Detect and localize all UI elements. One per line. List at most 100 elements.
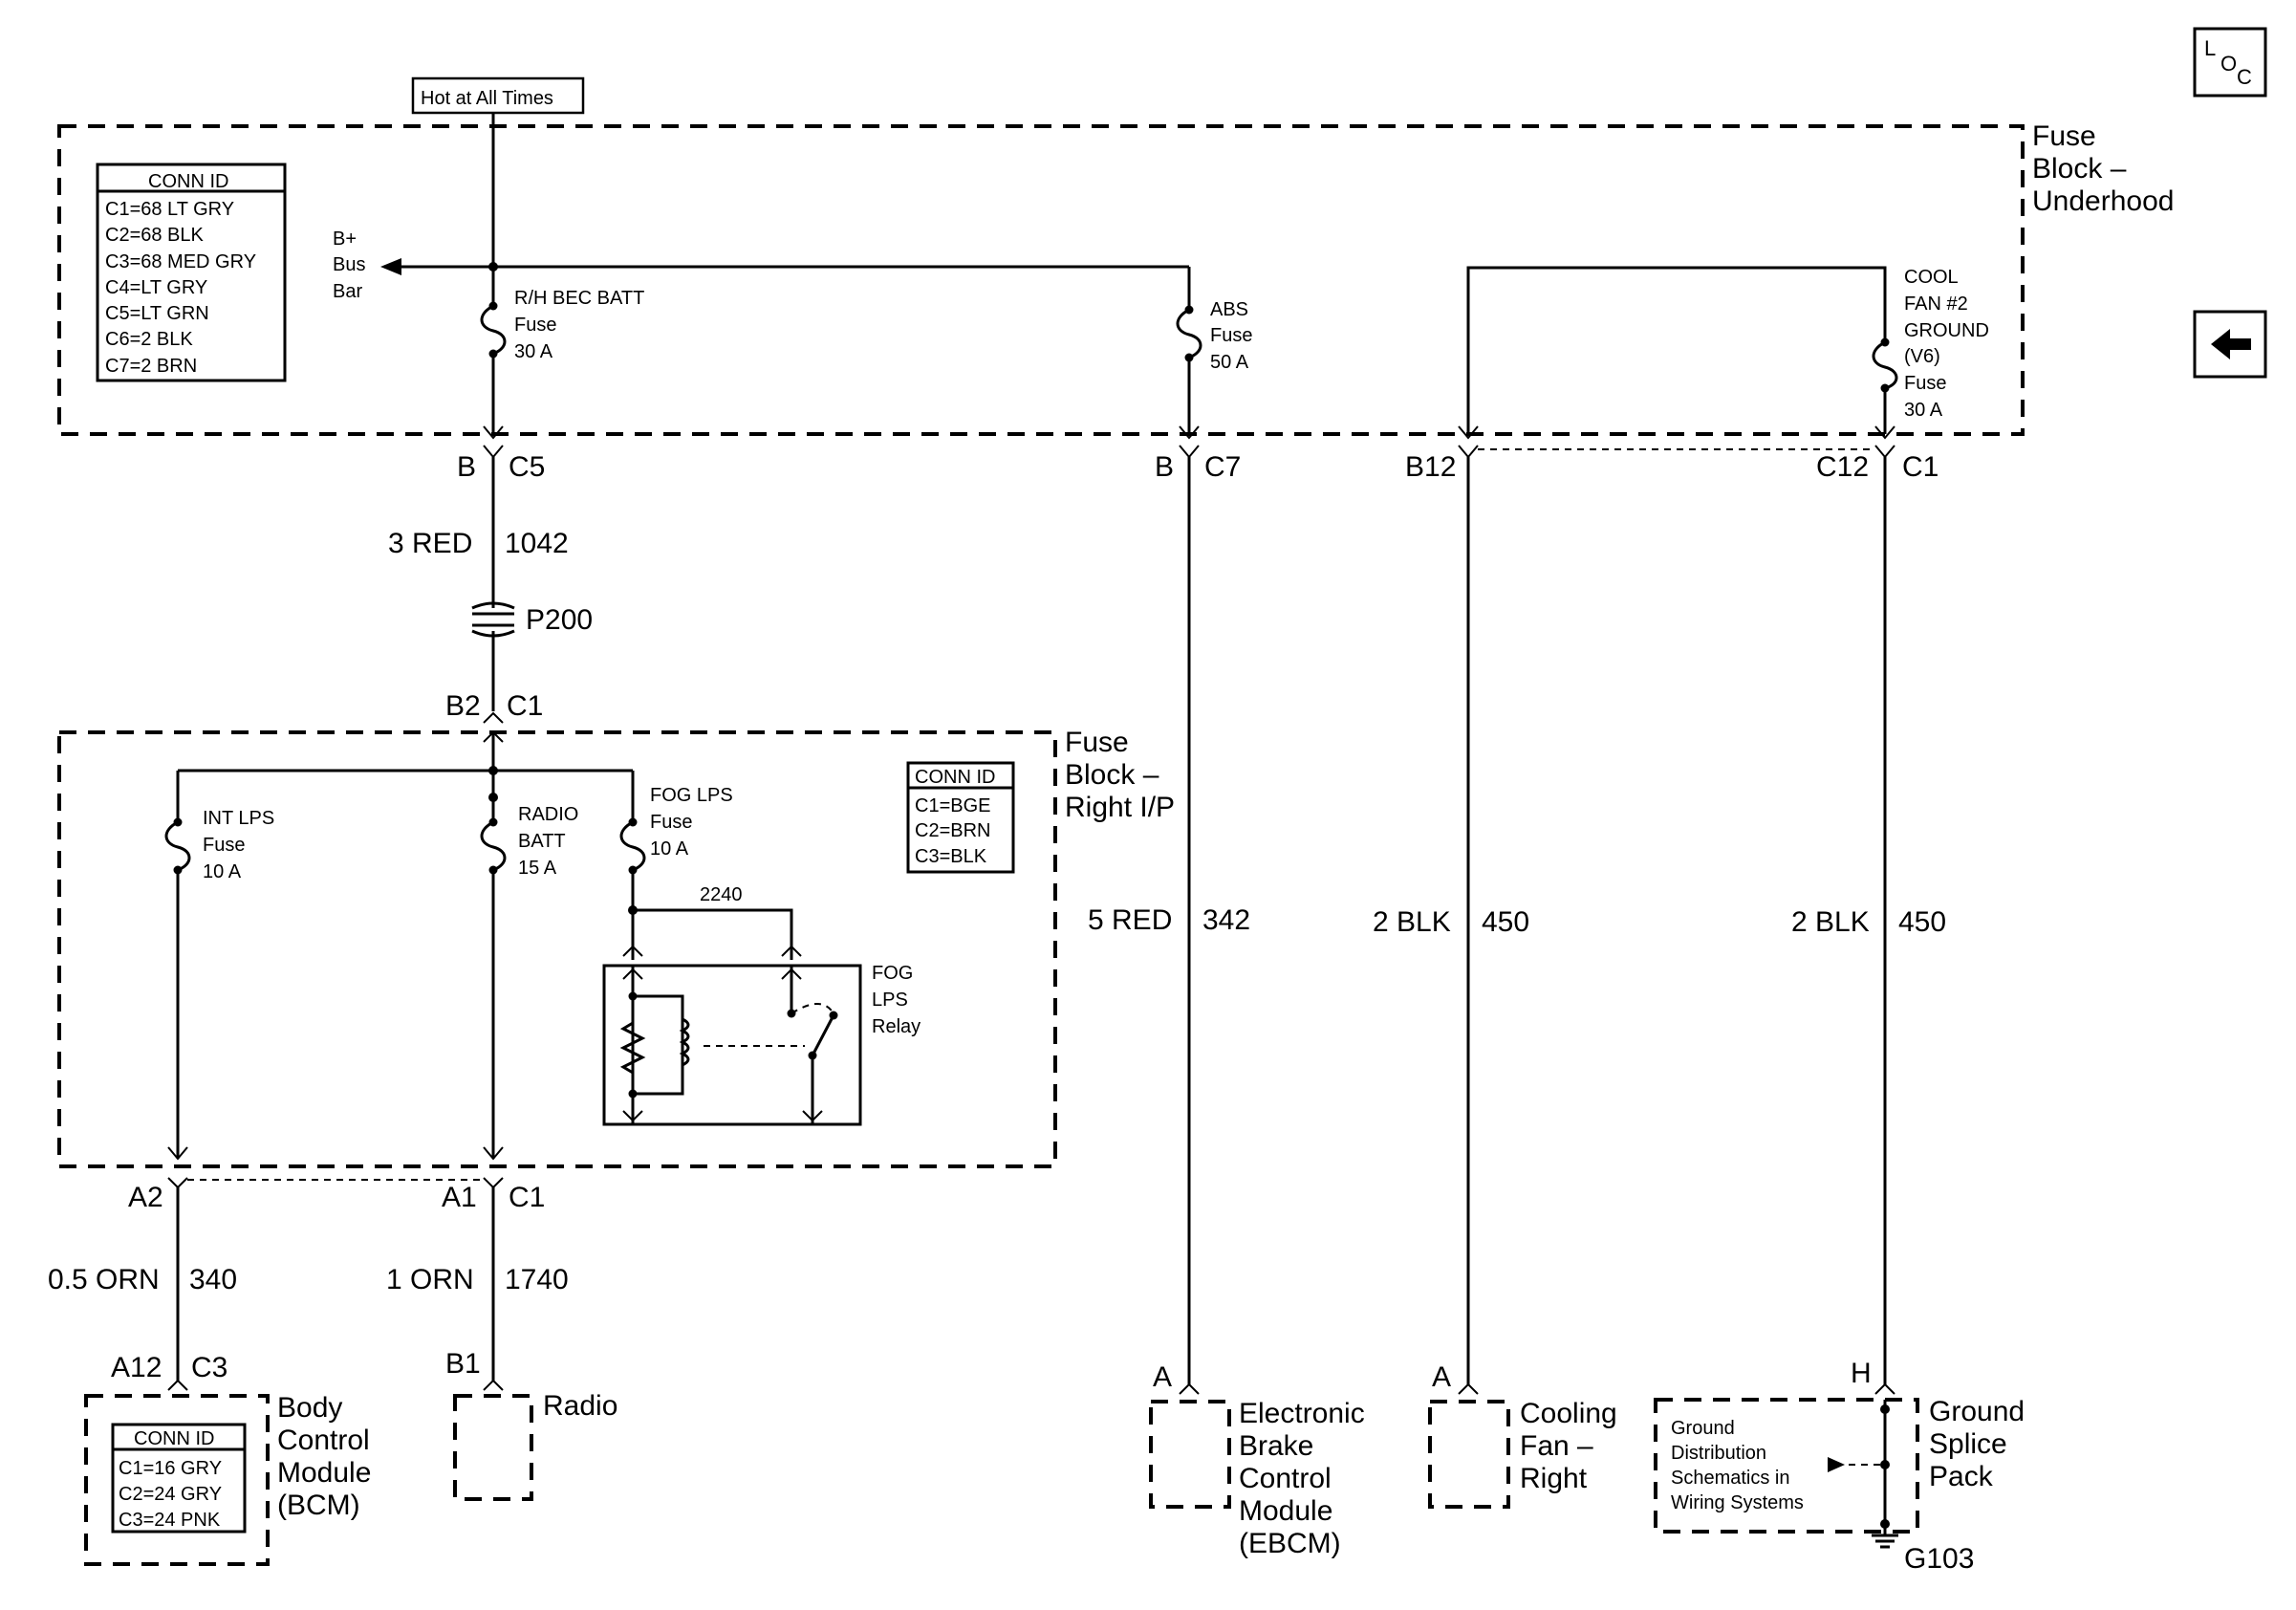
svg-text:C7: C7 [1204,451,1241,483]
svg-text:Fan –: Fan – [1520,1430,1593,1462]
fuse-icon [1176,305,1202,362]
svg-text:LPS: LPS [872,990,908,1011]
svg-text:B: B [1155,451,1174,483]
svg-text:H: H [1851,1358,1872,1389]
inline-connector-p200: P200 [471,601,593,638]
wire-450-ground-label: 2 BLK 450 [1791,906,1946,938]
connector-b-c7: B C7 [1155,445,1241,483]
svg-text:Control: Control [1239,1463,1332,1494]
svg-text:2 BLK: 2 BLK [1791,906,1870,938]
svg-text:A2: A2 [128,1182,163,1213]
svg-text:450: 450 [1482,906,1529,938]
bus-bar-label: B+ Bus Bar [333,228,365,302]
svg-text:FOG: FOG [872,963,913,984]
connector-ebcm-a: A [1153,1361,1200,1395]
svg-text:C1=16 GRY: C1=16 GRY [119,1458,222,1479]
connector-splice-h: H [1851,1358,1895,1395]
svg-text:CONN ID: CONN ID [148,171,228,192]
loc-c: C [2237,65,2252,89]
svg-text:Block –: Block – [1065,759,1159,791]
svg-text:C3=68 MED GRY: C3=68 MED GRY [105,251,256,272]
svg-text:Module: Module [1239,1495,1332,1527]
svg-text:COOL: COOL [1904,267,1959,288]
svg-text:B12: B12 [1405,451,1456,483]
svg-text:Schematics in: Schematics in [1671,1468,1790,1489]
fuse-icon [619,817,646,875]
ground-splice-pack: Ground Distribution Schematics in Wiring… [1654,1396,2025,1534]
fuse-block-right-ip-title: Fuse Block – Right I/P [1065,727,1175,823]
ground-label-g103: G103 [1904,1543,1974,1575]
svg-text:Relay: Relay [872,1016,921,1037]
svg-text:C3=BLK: C3=BLK [915,846,987,867]
svg-text:3 RED: 3 RED [388,528,472,559]
svg-text:Fuse: Fuse [1210,325,1252,346]
svg-text:R/H BEC BATT: R/H BEC BATT [514,288,644,309]
svg-text:C2=BRN: C2=BRN [915,820,990,841]
wire-450-fan-label: 2 BLK 450 [1373,906,1529,938]
cool-fan-loop-wire [1466,266,1887,434]
svg-text:Radio: Radio [543,1390,617,1422]
svg-text:Distribution: Distribution [1671,1443,1766,1464]
svg-text:Hot at All Times: Hot at All Times [421,88,553,109]
electronic-brake-control-module: Electronic Brake Control Module (EBCM) [1149,1398,1365,1559]
svg-text:Bus: Bus [333,254,365,275]
cool-fan-fuse-label: COOL FAN #2 GROUND (V6) Fuse 30 A [1904,267,1989,421]
svg-text:340: 340 [189,1264,237,1295]
ground-icon [1872,1524,1898,1549]
connector-c12-c1: C12 C1 [1816,445,1939,483]
connector-b12: B12 [1405,445,1479,483]
svg-text:A: A [1153,1361,1172,1393]
hot-at-all-times-label: Hot at All Times [411,76,585,115]
svg-text:15 A: 15 A [518,858,557,879]
svg-text:Fuse: Fuse [2032,120,2096,152]
svg-text:Brake: Brake [1239,1430,1313,1462]
svg-text:Body: Body [277,1392,342,1424]
svg-text:C5: C5 [509,451,545,483]
svg-text:Fuse: Fuse [203,835,245,856]
svg-text:C5=LT GRN: C5=LT GRN [105,303,209,324]
svg-text:C4=LT GRY: C4=LT GRY [105,277,207,298]
fuse-icon [1872,337,1898,393]
svg-text:ABS: ABS [1210,299,1248,320]
loc-l: L [2204,36,2216,60]
svg-text:0.5 ORN: 0.5 ORN [48,1264,160,1295]
svg-text:Module: Module [277,1457,371,1489]
svg-text:Bar: Bar [333,281,362,302]
svg-text:Splice: Splice [1929,1428,2007,1460]
svg-text:C2=68 BLK: C2=68 BLK [105,225,205,246]
svg-text:Block –: Block – [2032,153,2127,185]
radio-batt-fuse-label: RADIO BATT 15 A [518,804,578,879]
svg-text:(BCM): (BCM) [277,1490,360,1521]
abs-fuse-label: ABS Fuse 50 A [1210,299,1252,373]
svg-text:Right: Right [1520,1463,1588,1494]
wire-340-label: 0.5 ORN 340 [48,1264,237,1295]
fuse-block-underhood-boundary [57,124,2025,436]
svg-text:FOG LPS: FOG LPS [650,785,733,806]
loc-o: O [2220,52,2237,76]
svg-text:2 BLK: 2 BLK [1373,906,1451,938]
svg-text:C2=24 GRY: C2=24 GRY [119,1484,222,1505]
svg-text:CONN ID: CONN ID [134,1428,214,1449]
fog-lps-relay: FOG LPS Relay [602,945,921,1126]
svg-text:B: B [457,451,476,483]
svg-text:C1: C1 [509,1182,545,1213]
connector-a1-c1: A1 C1 [442,1177,545,1213]
left-arrow-icon[interactable] [2193,310,2267,379]
svg-text:Wiring Systems: Wiring Systems [1671,1492,1804,1513]
svg-text:Control: Control [277,1425,370,1456]
svg-text:(EBCM): (EBCM) [1239,1528,1341,1559]
svg-text:C1=68 LT GRY: C1=68 LT GRY [105,199,234,220]
svg-text:342: 342 [1202,904,1250,936]
svg-text:Ground: Ground [1671,1418,1735,1439]
conn-id-table-right-ip: CONN ID C1=BGE C2=BRN C3=BLK [906,761,1015,874]
svg-text:1042: 1042 [505,528,569,559]
loc-icon[interactable]: L O C [2193,27,2267,98]
svg-text:Electronic: Electronic [1239,1398,1365,1429]
svg-text:Fuse: Fuse [1065,727,1129,758]
svg-text:C7=2 BRN: C7=2 BRN [105,356,197,377]
svg-text:FAN #2: FAN #2 [1904,294,1968,315]
fuse-icon [164,817,191,875]
svg-text:B1: B1 [445,1348,481,1380]
rh-bec-fuse-label: R/H BEC BATT Fuse 30 A [514,288,644,362]
svg-text:C12: C12 [1816,451,1869,483]
